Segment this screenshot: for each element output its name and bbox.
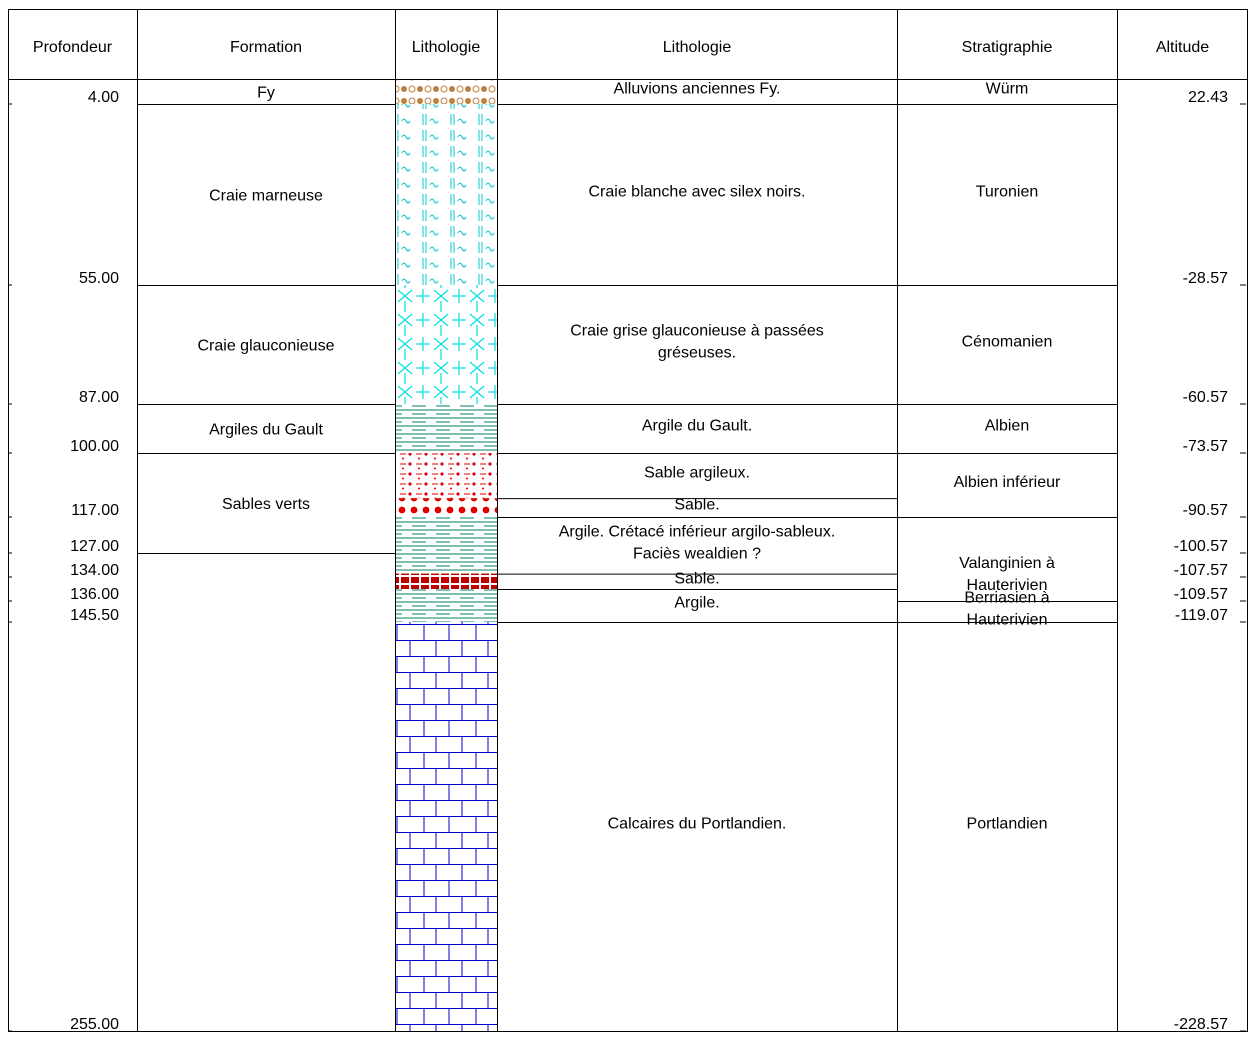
stratigraphy-label: Albien [985, 418, 1029, 435]
altitude-label: -90.57 [1183, 502, 1228, 519]
lithology-pattern-glauconite [396, 285, 497, 404]
lithology-description: Craie grise glauconieuse à passées [570, 323, 823, 340]
depth-label: 145.50 [70, 607, 119, 624]
formation-label: Sables verts [222, 496, 310, 513]
stratigraphy-label: Berriasien à [964, 590, 1049, 607]
lithology-description: Faciès wealdien ? [633, 545, 761, 562]
lithology-pattern-clay [396, 589, 497, 622]
formation-label: Argiles du Gault [209, 422, 323, 439]
formation-label: Craie marneuse [209, 188, 323, 205]
lithology-pattern-clayey-sand [396, 453, 497, 499]
depth-label: 136.00 [70, 586, 119, 603]
stratigraphy-label: Valanginien à [959, 555, 1055, 572]
header-profondeur: Profondeur [33, 39, 113, 56]
stratigraphy-label: Portlandien [967, 816, 1048, 833]
lithology-description: Alluvions anciennes Fy. [614, 81, 781, 98]
lithology-description: Argile. Crétacé inférieur argilo-sableux… [559, 523, 836, 540]
depth-label: 100.00 [70, 438, 119, 455]
altitude-label: -119.07 [1175, 607, 1228, 624]
depth-label: 134.00 [70, 562, 119, 579]
lithology-pattern-clay [396, 517, 497, 574]
altitude-label: -109.57 [1174, 586, 1228, 603]
altitude-label: -28.57 [1183, 270, 1228, 287]
lithology-description: Craie blanche avec silex noirs. [589, 184, 806, 201]
depth-label: 117.00 [71, 502, 119, 519]
lithology-description: Argile du Gault. [642, 418, 752, 435]
stratigraphy-label: Cénomanien [962, 334, 1053, 351]
lithology-pattern-sand [396, 498, 497, 517]
header-lithologie-pattern: Lithologie [412, 39, 481, 56]
header-altitude: Altitude [1156, 39, 1209, 56]
lithology-pattern-marl-chalk [396, 104, 497, 285]
frame [8, 9, 1248, 1032]
depth-label: 55.00 [79, 270, 119, 287]
lithology-pattern-alluvium [396, 79, 497, 104]
stratigraphy-label: Turonien [976, 184, 1039, 201]
depth-label: 87.00 [79, 389, 119, 406]
lithology-pattern-sand-dense [396, 573, 497, 589]
lithology-description: Calcaires du Portlandien. [608, 816, 787, 833]
lithology-description: Sable. [674, 570, 719, 587]
altitude-label: 22.43 [1188, 89, 1228, 106]
formation-label: Craie glauconieuse [198, 338, 335, 355]
header-stratigraphie: Stratigraphie [962, 39, 1053, 56]
altitude-label: -100.57 [1174, 538, 1228, 555]
altitude-label: -60.57 [1183, 389, 1228, 406]
depth-label: 4.00 [88, 89, 119, 106]
lithology-description: Argile. [674, 595, 719, 612]
depth-label: 255.00 [70, 1016, 119, 1033]
depth-label: 127.00 [70, 538, 119, 555]
header-formation: Formation [230, 39, 302, 56]
stratigraphy-label: Albien inférieur [954, 474, 1061, 491]
altitude-label: -228.57 [1174, 1016, 1228, 1033]
lithology-description: gréseuses. [658, 345, 736, 362]
stratigraphy-label: Hauterivien [967, 577, 1048, 594]
stratigraphy-label: Würm [986, 81, 1029, 98]
lithology-pattern-limestone [396, 622, 497, 1031]
header-lithologie-desc: Lithologie [663, 39, 732, 56]
lithology-description: Sable argileux. [644, 465, 750, 482]
stratigraphy-label: Hauterivien [967, 612, 1048, 629]
lithology-pattern-clay [396, 404, 497, 453]
altitude-label: -73.57 [1183, 438, 1228, 455]
altitude-label: -107.57 [1174, 562, 1228, 579]
formation-label: Fy [257, 85, 275, 102]
lithology-description: Sable. [674, 497, 719, 514]
